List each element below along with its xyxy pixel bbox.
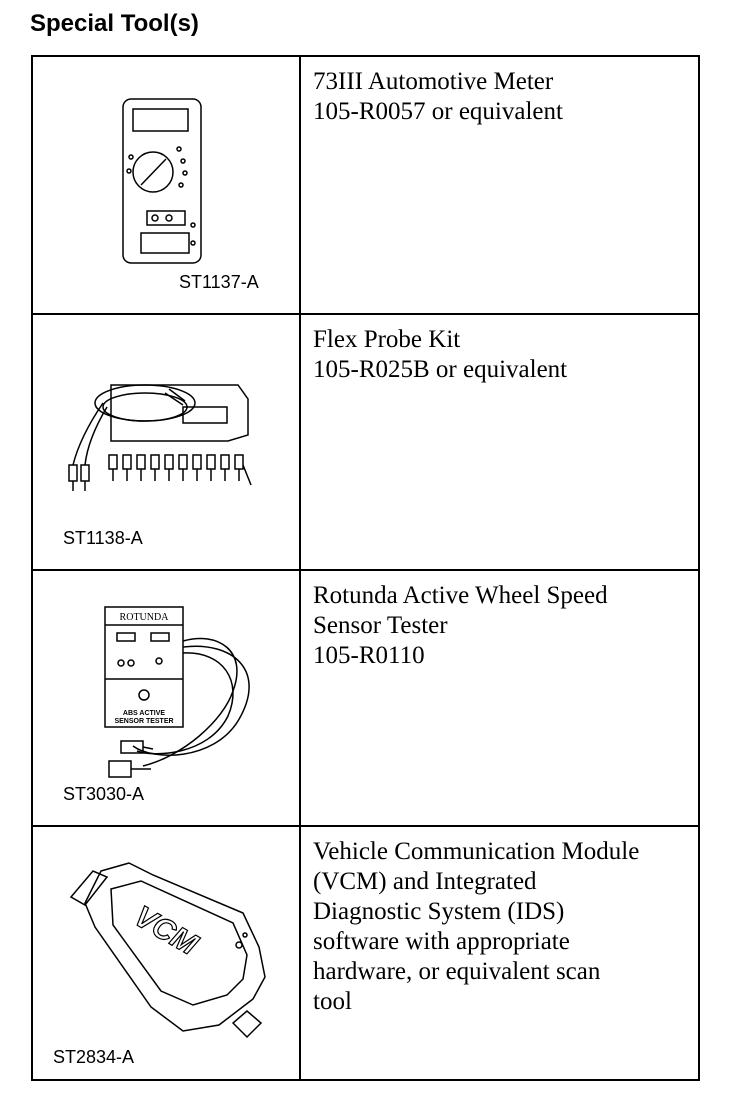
tool-code: ST1137-A bbox=[179, 272, 259, 292]
tool-desc-line: Diagnostic System (IDS) bbox=[313, 898, 565, 925]
tool-description: Rotunda Active Wheel Speed Sensor Tester… bbox=[301, 571, 698, 825]
tool-desc-line: Vehicle Communication Module bbox=[313, 838, 640, 865]
special-tools-table: ST1137-A 73III Automotive Meter 105-R005… bbox=[31, 55, 700, 1081]
flex-probe-kit-icon bbox=[68, 384, 252, 491]
device-label-line2: SENSOR TESTER bbox=[114, 718, 173, 725]
tool-row-flex-probe-kit: ST1138-A Flex Probe Kit 105-R025B or equ… bbox=[33, 315, 698, 571]
tool-part-number: 105-R0057 or equivalent bbox=[313, 98, 563, 125]
tool-row-sensor-tester: ROTUNDA ABS ACTIVE SENSOR TESTER ST30 bbox=[33, 571, 698, 827]
tool-part-number: 105-R0110 bbox=[313, 642, 425, 669]
tool-name: 73III Automotive Meter bbox=[313, 68, 554, 95]
tool-desc-line: software with appropriate bbox=[313, 928, 570, 955]
device-brand-label: VCM bbox=[129, 900, 204, 962]
tool-row-vcm: VCM ST2834-A Vehicle Communication Modul… bbox=[33, 827, 698, 1079]
tool-part-number: 105-R025B or equivalent bbox=[313, 356, 568, 383]
tool-desc-line: (VCM) and Integrated bbox=[313, 868, 537, 895]
tool-code: ST3030-A bbox=[63, 784, 145, 804]
page-title: Special Tool(s) bbox=[30, 10, 199, 37]
vcm-module-icon: VCM bbox=[69, 862, 266, 1039]
tool-name: Flex Probe Kit bbox=[313, 326, 461, 353]
tool-code: ST2834-A bbox=[53, 1047, 135, 1067]
tool-desc-line: hardware, or equivalent scan bbox=[313, 958, 601, 985]
tool-description: 73III Automotive Meter 105-R0057 or equi… bbox=[301, 57, 698, 313]
tool-description: Flex Probe Kit 105-R025B or equivalent bbox=[301, 315, 698, 569]
sensor-tester-icon: ROTUNDA ABS ACTIVE SENSOR TESTER bbox=[104, 606, 250, 778]
tool-image-cell: ST1137-A bbox=[33, 57, 301, 313]
tool-name-line1: Rotunda Active Wheel Speed bbox=[313, 582, 608, 609]
tool-code: ST1138-A bbox=[63, 528, 143, 548]
tool-image-cell: ST1138-A bbox=[33, 315, 301, 569]
tool-desc-line: tool bbox=[313, 988, 352, 1015]
device-label-line1: ABS ACTIVE bbox=[123, 710, 165, 717]
tool-image-cell: ROTUNDA ABS ACTIVE SENSOR TESTER ST30 bbox=[33, 571, 301, 825]
device-brand-label: ROTUNDA bbox=[120, 612, 170, 623]
tool-row-multimeter: ST1137-A 73III Automotive Meter 105-R005… bbox=[33, 57, 698, 315]
tool-name-line2: Sensor Tester bbox=[313, 612, 448, 639]
tool-image-cell: VCM ST2834-A bbox=[33, 827, 301, 1079]
multimeter-icon bbox=[122, 98, 202, 264]
tool-description: Vehicle Communication Module (VCM) and I… bbox=[301, 827, 698, 1079]
